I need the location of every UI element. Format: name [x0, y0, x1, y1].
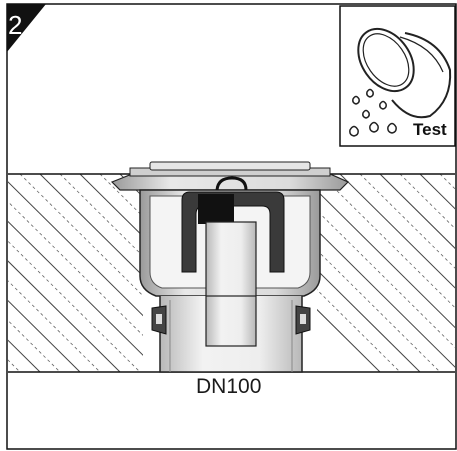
step-badge	[7, 4, 46, 52]
water-glass-icon	[357, 27, 452, 119]
seal-left	[151, 305, 167, 335]
panel-border	[6, 3, 457, 450]
test-box	[339, 5, 456, 147]
pipe-size-label: DN100	[196, 375, 262, 398]
water-drops-icon	[349, 88, 397, 137]
floor-drain	[110, 161, 350, 373]
test-label: Test	[413, 120, 447, 139]
seal-right	[295, 305, 311, 335]
step-number: 2	[8, 10, 23, 40]
